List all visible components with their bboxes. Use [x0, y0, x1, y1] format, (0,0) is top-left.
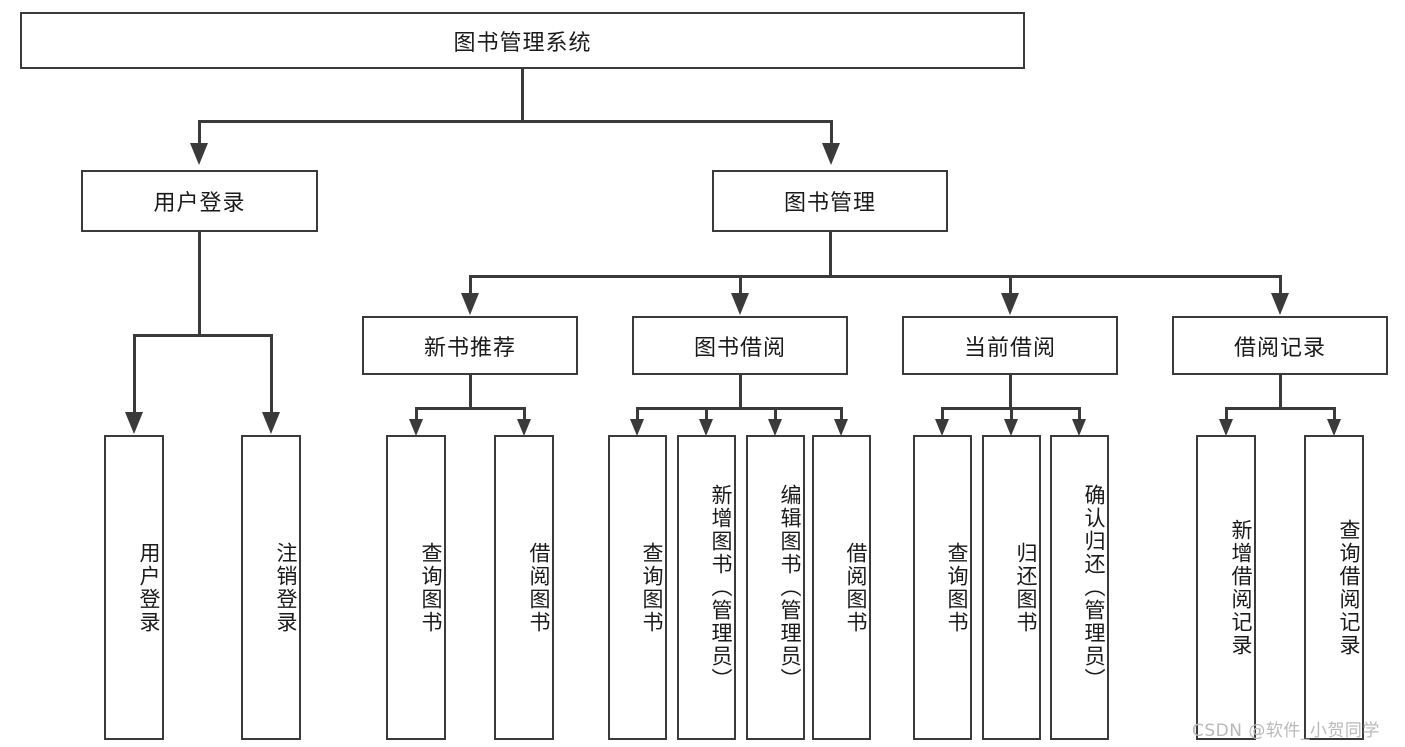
connector-nbr-bus [415, 407, 525, 410]
connector-bm-drop-2 [739, 275, 742, 297]
connector-bb-drop-2 [705, 407, 708, 421]
leaf-current-borrow-1[interactable]: 查询图书 [913, 435, 972, 740]
node-label: 借阅记录 [1233, 335, 1326, 361]
node-label: 借阅图书 [844, 541, 868, 634]
connector-bb-drop-4 [840, 407, 843, 421]
node-new-book-recommend[interactable]: 新书推荐 [362, 316, 578, 375]
node-label: 图书借阅 [693, 335, 786, 361]
leaf-book-borrow-2[interactable]: 新增图书（管理员） [677, 435, 736, 740]
arrowhead-root-to-book-management [822, 143, 840, 165]
node-label: 编辑图书（管理员） [778, 484, 802, 691]
arrowhead-bb-leaf-2 [699, 419, 713, 436]
connector-bm-drop-3 [1009, 275, 1012, 297]
connector-bb-stem [739, 375, 742, 409]
node-book-borrow[interactable]: 图书借阅 [632, 316, 848, 375]
node-label: 用户登录 [153, 191, 246, 216]
connector-user-login-bus [133, 334, 272, 337]
leaf-current-borrow-3[interactable]: 确认归还（管理员） [1050, 435, 1109, 740]
arrowhead-bm-to-borrow-record [1271, 293, 1289, 315]
arrowhead-root-to-user-login [190, 143, 208, 165]
leaf-new-book-recommend-2[interactable]: 借阅图书 [494, 435, 554, 740]
node-label: 新书推荐 [423, 335, 516, 361]
arrowhead-bm-to-book-borrow [731, 293, 749, 315]
connector-root-to-user-login [198, 120, 201, 145]
node-user-login[interactable]: 用户登录 [81, 170, 318, 232]
connector-nbr-drop-2 [523, 407, 526, 421]
connector-br-bus [1225, 407, 1335, 410]
node-label: 查询图书 [945, 541, 969, 634]
leaf-user-login-2[interactable]: 注销登录 [241, 435, 301, 740]
leaf-new-book-recommend-1[interactable]: 查询图书 [386, 435, 446, 740]
node-label: 查询借阅记录 [1337, 518, 1361, 657]
arrowhead-nbr-leaf-1 [409, 419, 423, 436]
leaf-book-borrow-4[interactable]: 借阅图书 [812, 435, 871, 740]
node-book-management[interactable]: 图书管理 [712, 170, 948, 232]
arrowhead-bb-leaf-3 [768, 419, 782, 436]
connector-book-management-bus [469, 275, 1281, 278]
node-label: 注销登录 [274, 541, 298, 634]
node-root-book-management-system[interactable]: 图书管理系统 [20, 12, 1025, 69]
leaf-borrow-record-1[interactable]: 新增借阅记录 [1196, 435, 1256, 740]
connector-book-management-stem [829, 232, 832, 277]
node-label: 新增图书（管理员） [709, 484, 733, 691]
node-label: 查询图书 [640, 541, 664, 634]
leaf-book-borrow-1[interactable]: 查询图书 [608, 435, 667, 740]
node-label: 用户登录 [137, 541, 161, 634]
node-borrow-record[interactable]: 借阅记录 [1172, 316, 1388, 375]
connector-nbr-drop-1 [415, 407, 418, 421]
leaf-current-borrow-2[interactable]: 归还图书 [982, 435, 1041, 740]
arrowhead-nbr-leaf-2 [517, 419, 531, 436]
arrowhead-user-login-leaf-1 [125, 412, 143, 434]
connector-bb-bus [636, 407, 842, 410]
connector-root-to-book-management [830, 120, 833, 145]
connector-cb-stem [1009, 375, 1012, 409]
connector-bm-drop-4 [1279, 275, 1282, 297]
arrowhead-cb-leaf-1 [935, 419, 949, 436]
node-label: 图书管理系统 [453, 30, 592, 56]
connector-user-login-stem [198, 232, 201, 336]
node-current-borrow[interactable]: 当前借阅 [902, 316, 1118, 375]
connector-user-login-drop-1 [133, 334, 136, 418]
arrowhead-bb-leaf-4 [834, 419, 848, 436]
node-label: 当前借阅 [963, 335, 1056, 361]
connector-user-login-drop-2 [270, 334, 273, 418]
connector-cb-drop-1 [941, 407, 944, 421]
arrowhead-br-leaf-1 [1219, 419, 1233, 436]
leaf-borrow-record-2[interactable]: 查询借阅记录 [1304, 435, 1364, 740]
node-label: 确认归还（管理员） [1082, 484, 1106, 691]
arrowhead-user-login-leaf-2 [262, 412, 280, 434]
connector-root-bus [198, 120, 832, 123]
arrowhead-br-leaf-2 [1327, 419, 1341, 436]
connector-bm-drop-1 [469, 275, 472, 297]
connector-br-drop-1 [1225, 407, 1228, 421]
connector-cb-drop-2 [1010, 407, 1013, 421]
node-label: 归还图书 [1014, 541, 1038, 634]
arrowhead-bm-to-current-borrow [1001, 293, 1019, 315]
arrowhead-bm-to-new-book-recommend [461, 293, 479, 315]
leaf-user-login-1[interactable]: 用户登录 [104, 435, 164, 740]
connector-br-stem [1279, 375, 1282, 409]
connector-bb-drop-1 [636, 407, 639, 421]
arrowhead-cb-leaf-2 [1004, 419, 1018, 436]
node-label: 查询图书 [419, 541, 443, 634]
connector-cb-drop-3 [1078, 407, 1081, 421]
connector-nbr-stem [469, 375, 472, 409]
arrowhead-bb-leaf-1 [630, 419, 644, 436]
csdn-watermark: CSDN @软件_小贺同学 [1192, 721, 1380, 741]
node-label: 图书管理 [783, 191, 876, 216]
connector-bb-drop-3 [774, 407, 777, 421]
node-label: 新增借阅记录 [1229, 518, 1253, 657]
node-label: 借阅图书 [527, 541, 551, 634]
leaf-book-borrow-3[interactable]: 编辑图书（管理员） [746, 435, 805, 740]
arrowhead-cb-leaf-3 [1072, 419, 1086, 436]
connector-root-stem [521, 69, 524, 122]
connector-br-drop-2 [1333, 407, 1336, 421]
